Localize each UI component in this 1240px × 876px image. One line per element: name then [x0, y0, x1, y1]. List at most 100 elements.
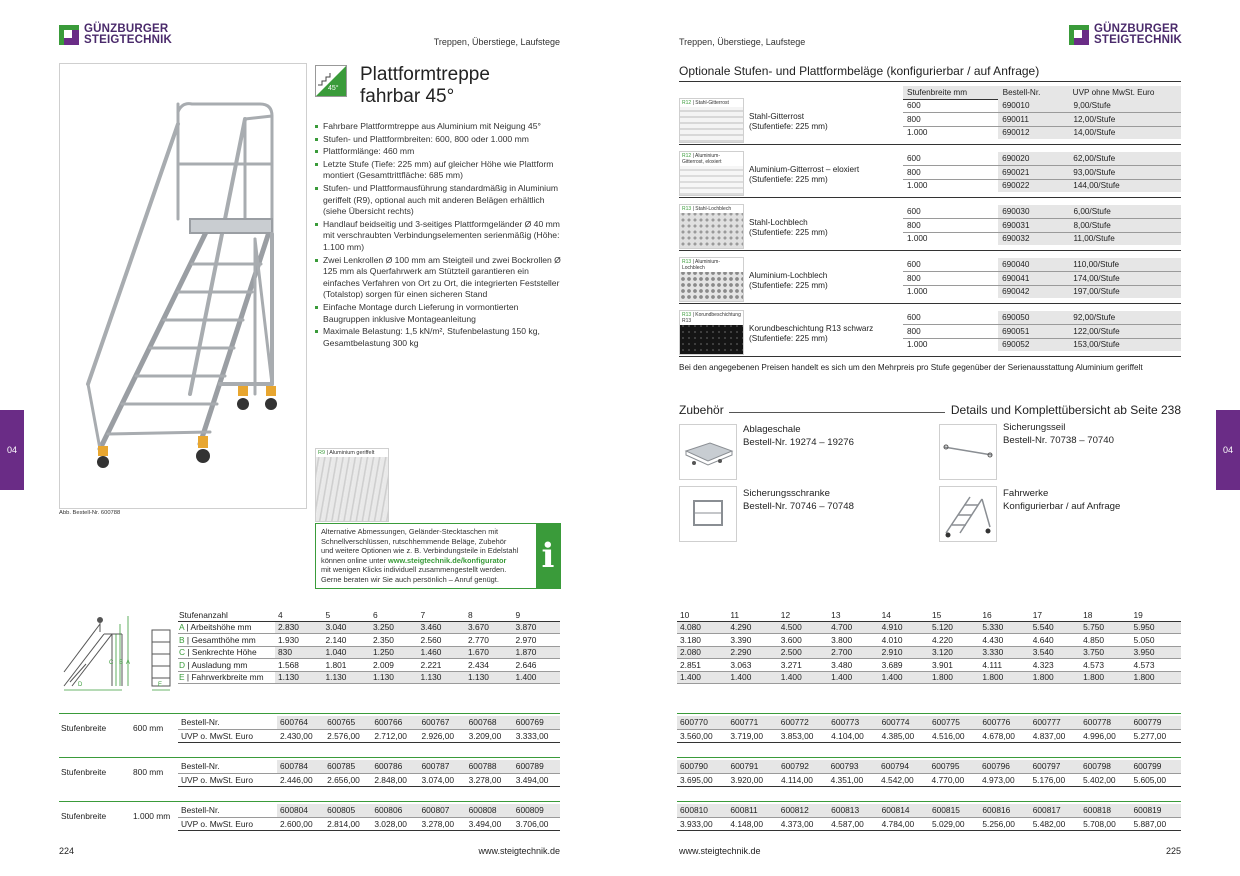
- price-cell: 5.605,00: [1130, 773, 1181, 787]
- spec-cell: 3.330: [979, 646, 1030, 659]
- accessory-rope-text: Sicherungsseil Bestell-Nr. 70738 – 70740: [1003, 422, 1114, 446]
- price-cell: 2.926,00: [418, 729, 466, 743]
- option-description: Aluminium-Gitterrost – eloxiert(Stufenti…: [749, 165, 859, 185]
- spec-cell: 3.901: [928, 658, 980, 672]
- feature-item: Letzte Stufe (Tiefe: 225 mm) auf gleiche…: [315, 159, 565, 182]
- website-link-right[interactable]: www.steigtechnik.de: [679, 846, 761, 856]
- price-cell: 3.278,00: [418, 817, 466, 831]
- option-depth: (Stufentiefe: 225 mm): [749, 122, 828, 131]
- price-width-label: Stufenbreite: [61, 811, 107, 821]
- price-cell: 2.656,00: [324, 773, 372, 787]
- option-swatch-text: Aluminium-Lochblech: [682, 259, 721, 271]
- spec-row-letter: A: [179, 622, 185, 633]
- option-swatch-code: R13: [682, 206, 692, 212]
- spec-row-letter: B: [179, 634, 185, 645]
- configurator-info-box: Alternative Abmessungen, Geländer-Steckt…: [315, 523, 561, 589]
- feature-item: Handlauf beidseitig und 3-seitiges Platt…: [315, 219, 565, 254]
- accessory-image-rope: [939, 424, 997, 480]
- price-cell: 3.074,00: [418, 773, 466, 787]
- spec-cell: 2.009: [370, 658, 418, 672]
- spec-cell: 3.460: [417, 621, 465, 634]
- spec-cell: 1.800: [979, 671, 1030, 684]
- option-price-cell: 1.000: [907, 287, 928, 297]
- option-swatch: R12 | Stahl-Gitterrost: [679, 98, 744, 143]
- price-width-value: 800 mm: [133, 767, 164, 777]
- spec-step-count: 9: [512, 609, 560, 622]
- feature-item: Plattformlänge: 460 mm: [315, 146, 565, 158]
- spec-cell: 3.689: [878, 658, 929, 672]
- price-group-rule-right: [677, 757, 1181, 758]
- feature-list: Fahrbare Plattformtreppe aus Aluminium m…: [315, 121, 565, 350]
- chapter-tab-right[interactable]: 04: [1216, 410, 1240, 490]
- spec-cell: 4.080: [677, 621, 728, 634]
- price-cell: 600791: [727, 760, 778, 774]
- price-width-label: Stufenbreite: [61, 767, 107, 777]
- price-cell: 2.576,00: [324, 729, 372, 743]
- price-cell: 2.446,00: [277, 773, 325, 787]
- brand-line1: GÜNZBURGER: [84, 23, 169, 35]
- spec-row-label: A | Arbeitshöhe mm: [178, 621, 275, 634]
- option-price-cell: 690030: [998, 205, 1070, 219]
- price-cell: 5.887,00: [1130, 817, 1181, 831]
- spec-cell: 1.130: [417, 671, 465, 684]
- chassis-icon: [945, 496, 991, 538]
- image-caption: Abb. Bestell-Nr. 600788: [59, 510, 121, 516]
- spec-row-letter: C: [179, 647, 186, 658]
- spec-step-count: 11: [727, 609, 778, 622]
- option-price-cell: 690021: [998, 165, 1070, 180]
- dim-label-c: C: [109, 660, 114, 666]
- price-row-label: UVP o. MwSt. Euro: [178, 729, 277, 743]
- spec-cell: 2.560: [417, 633, 465, 647]
- option-price-cell: 1.000: [907, 340, 928, 350]
- option-price-cell: 122,00/Stufe: [1069, 324, 1181, 339]
- chapter-tab-left[interactable]: 04: [0, 410, 24, 490]
- spec-row-text: Arbeitshöhe mm: [190, 622, 252, 633]
- logo-mark: [59, 25, 79, 45]
- spec-cell: 2.910: [878, 646, 929, 659]
- spec-step-count: 12: [777, 609, 829, 622]
- configurator-link[interactable]: www.steigtechnik.de/konfigurator: [388, 555, 507, 565]
- option-price-cell: 9,00/Stufe: [1069, 99, 1181, 113]
- price-cell: 2.848,00: [371, 773, 419, 787]
- options-header-cell: Stufenbreite mm: [903, 86, 999, 100]
- brand-line1: GÜNZBURGER: [1094, 23, 1179, 35]
- option-price-cell: 800: [903, 218, 999, 233]
- option-price-cell: 1.000: [907, 128, 928, 138]
- price-cell: 5.402,00: [1079, 773, 1131, 787]
- feature-item: Stufen- und Plattformausführung standard…: [315, 183, 565, 218]
- spec-cell: 1.040: [322, 646, 370, 659]
- spec-cell: 4.640: [1029, 633, 1081, 647]
- option-price-cell: 690012: [998, 126, 1070, 140]
- spec-cell: 1.400: [828, 671, 879, 684]
- logo-mark: [1069, 25, 1089, 45]
- option-price-cell: 800: [903, 165, 999, 180]
- price-cell: 600790: [677, 760, 728, 774]
- price-cell: 600812: [777, 804, 829, 818]
- spec-row-text: Gesamthöhe mm: [191, 634, 256, 645]
- spec-cell: 1.400: [777, 671, 829, 684]
- dimension-drawing: [63, 616, 171, 691]
- accessories-details[interactable]: Details und Komplettübersicht ab Seite 2…: [947, 403, 1181, 417]
- spec-step-count: 17: [1029, 609, 1081, 622]
- option-depth: (Stufentiefe: 225 mm): [749, 281, 828, 290]
- spec-head-label: Stufenanzahl: [178, 609, 275, 622]
- spec-row-label: D | Ausladung mm: [178, 658, 275, 672]
- spec-cell: 1.400: [878, 671, 929, 684]
- price-cell: 3.933,00: [677, 817, 728, 831]
- website-link-left[interactable]: www.steigtechnik.de: [478, 846, 560, 856]
- spec-cell: 1.400: [727, 671, 778, 684]
- spec-cell: 5.050: [1130, 633, 1181, 647]
- option-price-cell: 690010: [998, 99, 1070, 113]
- spec-step-count: 7: [417, 609, 465, 622]
- price-cell: 4.516,00: [928, 729, 980, 743]
- spec-cell: 4.111: [979, 658, 1030, 672]
- accessory-barrier-text: Sicherungsschranke Bestell-Nr. 70746 – 7…: [743, 488, 854, 512]
- spec-cell: 4.010: [878, 633, 929, 647]
